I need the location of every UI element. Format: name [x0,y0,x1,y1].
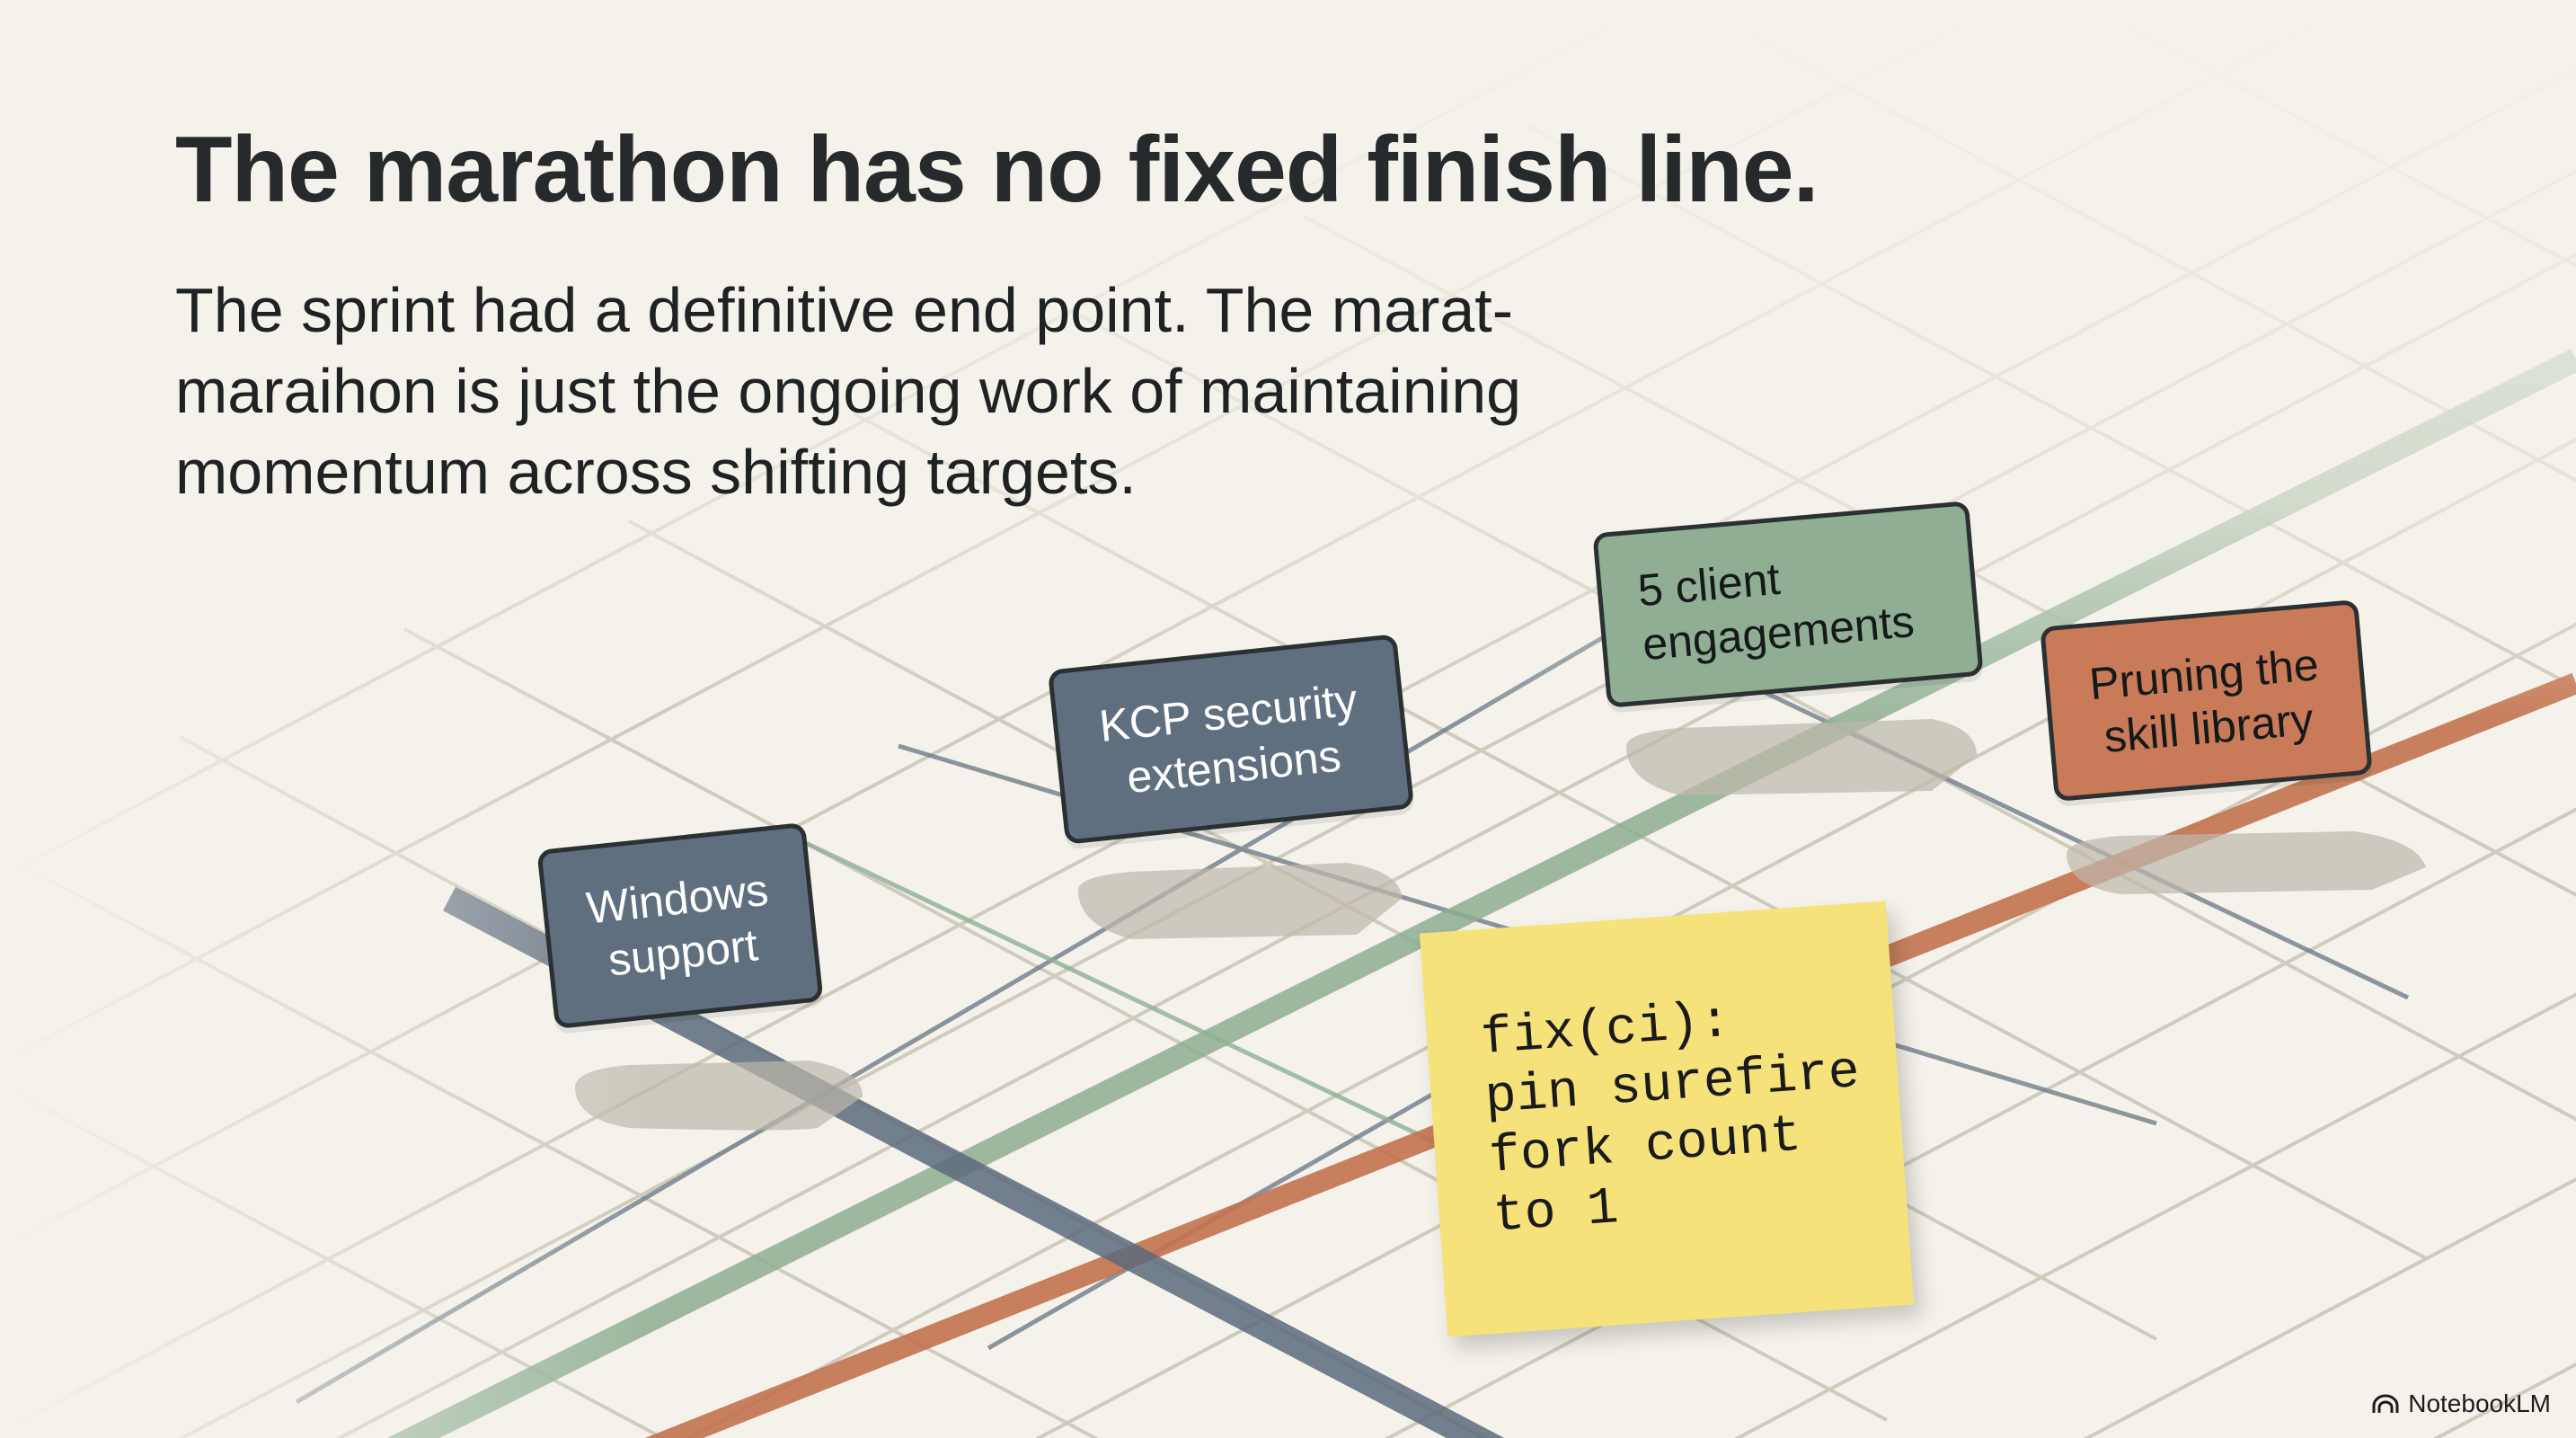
tag-windows-support: Windows support [536,821,824,1030]
brand-label: NotebookLM [2408,1389,2551,1417]
slide-title: The marathon has no fixed finish line. [175,118,1819,222]
notebooklm-logo-icon [2372,1394,2399,1413]
subtitle-line: momentum across shifting targets. [175,437,1137,507]
sticky-note-commit: fix(ci): pin surefire fork count to 1 [1419,901,1915,1337]
subtitle-line: The sprint had a definitive end point. T… [175,275,1514,345]
slide-subtitle: The sprint had a definitive end point. T… [175,270,1685,512]
branding: NotebookLM [2372,1389,2551,1418]
subtitle-line: maraihon is just the ongoing work of mai… [175,356,1522,426]
tag-kcp-security-extensions: KCP security extensions [1047,634,1415,845]
tag-5-client-engagements: 5 client engagements [1592,501,1984,708]
tag-pruning-the-skill-library: Pruning the skill library [2040,599,2373,803]
